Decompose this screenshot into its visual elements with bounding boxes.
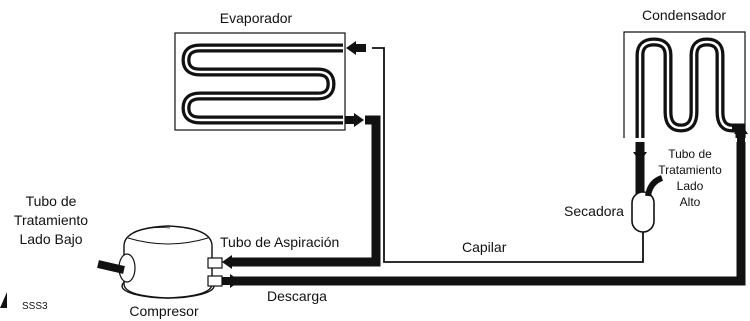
condenser-box (623, 31, 746, 138)
arrow-discharge (230, 274, 240, 288)
label-descarga: Descarga (267, 288, 327, 304)
arrow-evap-outlet (354, 113, 364, 127)
label-code: SSS3 (22, 301, 48, 312)
label-compresor: Compresor (129, 303, 199, 319)
label-condensador: Condensador (642, 7, 726, 23)
label-tubo-bajo-3: Lado Bajo (19, 231, 82, 247)
arrow-evap-inlet (346, 41, 356, 55)
label-tubo-alto-1: Tubo de (668, 147, 712, 161)
compressor (118, 225, 223, 299)
arrow-condenser-outlet (633, 152, 647, 162)
triangle-mark (0, 292, 7, 308)
condenser-coil (635, 37, 733, 138)
label-tubo-alto-4: Alto (680, 195, 701, 209)
discharge-tube (232, 142, 746, 286)
label-tubo-bajo-1: Tubo de (26, 193, 77, 209)
label-tubo-bajo-2: Tratamiento (14, 212, 88, 228)
arrow-suction (222, 255, 232, 269)
label-secadora: Secadora (564, 203, 624, 219)
suction-tube (232, 115, 381, 267)
high-side-process-tube (645, 175, 664, 197)
dryer (631, 191, 655, 233)
capillary-tube (372, 47, 644, 263)
label-evaporador: Evaporador (220, 10, 293, 26)
low-side-process-tube (97, 260, 125, 274)
label-tubo-alto-2: Tratamiento (658, 163, 722, 177)
label-capilar: Capilar (462, 239, 507, 255)
label-tubo-alto-3: Lado (677, 179, 704, 193)
label-tubo-aspiracion: Tubo de Aspiración (220, 234, 339, 250)
arrow-condenser-inlet (734, 124, 748, 134)
flow-arrows (222, 41, 748, 288)
